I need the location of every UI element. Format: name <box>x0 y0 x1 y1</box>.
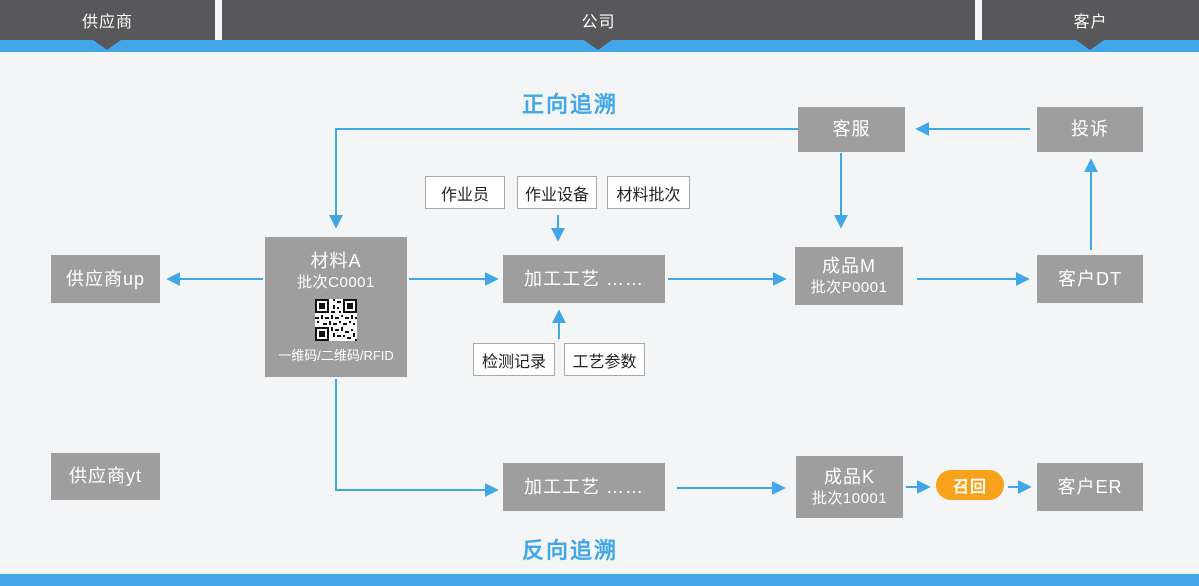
header-supplier-label: 供应商 <box>81 14 133 31</box>
node-complaint: 投诉 <box>1037 107 1143 152</box>
process-backward-label: 加工工艺 …… <box>523 476 644 497</box>
header-company-label: 公司 <box>581 14 616 31</box>
supplier-yt-label: 供应商yt <box>68 466 142 487</box>
label-inspection-record: 检测记录 <box>473 343 555 376</box>
node-product-m: 成品M 批次P0001 <box>795 247 903 305</box>
node-process-forward: 加工工艺 …… <box>503 255 665 303</box>
supplier-up-label: 供应商up <box>65 268 146 289</box>
node-customer-er: 客户ER <box>1037 463 1143 511</box>
header-pointer-supplier-icon <box>93 40 121 50</box>
process-forward-label: 加工工艺 …… <box>523 268 644 289</box>
process-params-text: 工艺参数 <box>572 353 637 371</box>
material-a-batch: 批次C0001 <box>297 274 375 292</box>
material-a-title: 材料A <box>310 251 362 271</box>
product-m-batch: 批次P0001 <box>810 279 888 297</box>
operator-text: 作业员 <box>440 186 489 204</box>
label-process-params: 工艺参数 <box>564 343 645 376</box>
equipment-text: 作业设备 <box>524 186 589 204</box>
product-k-title: 成品K <box>823 466 875 487</box>
customer-dt-label: 客户DT <box>1058 268 1122 289</box>
header-customer-label: 客户 <box>1073 14 1108 31</box>
node-supplier-up: 供应商up <box>51 255 160 303</box>
customer-er-label: 客户ER <box>1057 476 1123 497</box>
backward-trace-title: 反向追溯 <box>521 538 618 563</box>
node-customer-dt: 客户DT <box>1037 255 1143 303</box>
node-product-k: 成品K 批次10001 <box>796 456 903 518</box>
header-pointer-company-icon <box>584 40 612 50</box>
forward-trace-title: 正向追溯 <box>521 92 618 117</box>
recall-badge: 召回 <box>936 470 1004 500</box>
product-m-title: 成品M <box>822 255 876 276</box>
recall-label: 召回 <box>952 479 987 496</box>
arrow-material-a-to-process-backward <box>335 379 499 497</box>
header-segment-company: 公司 <box>222 0 975 40</box>
header-segment-customer: 客户 <box>982 0 1199 40</box>
material-batch-text: 材料批次 <box>616 186 681 204</box>
node-supplier-yt: 供应商yt <box>51 453 160 500</box>
timeline-bar-bottom <box>0 574 1199 586</box>
label-operator: 作业员 <box>425 176 505 209</box>
inspection-record-text: 检测记录 <box>481 353 546 371</box>
material-a-code-label: 一维码/二维码/RFID <box>278 347 394 363</box>
customer-service-label: 客服 <box>832 119 871 140</box>
label-equipment: 作业设备 <box>517 176 597 209</box>
node-customer-service: 客服 <box>798 107 905 152</box>
complaint-label: 投诉 <box>1071 119 1109 140</box>
header-segment-supplier: 供应商 <box>0 0 215 40</box>
label-material-batch: 材料批次 <box>607 176 690 209</box>
node-process-backward: 加工工艺 …… <box>503 463 665 511</box>
product-k-batch: 批次10001 <box>811 490 888 508</box>
header-pointer-customer-icon <box>1076 40 1104 50</box>
qr-code-icon <box>315 298 357 341</box>
node-material-a: 材料A 批次C0001 一维码/二维码/RFID <box>265 237 407 377</box>
